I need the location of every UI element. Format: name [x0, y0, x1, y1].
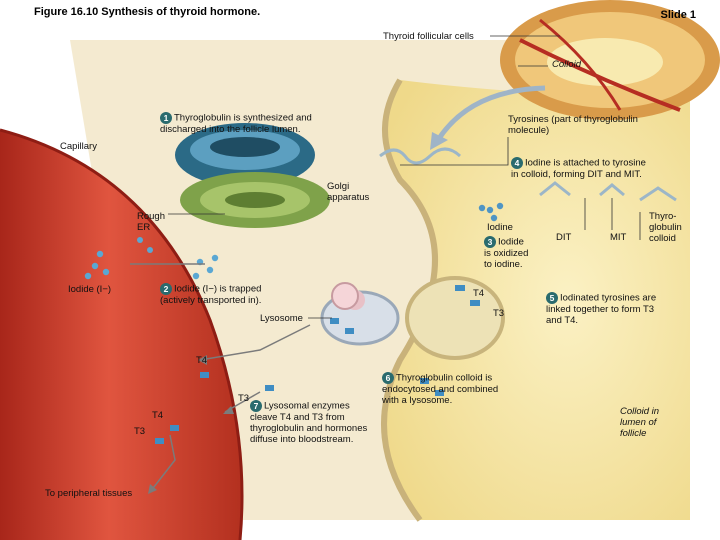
iodine-molecules — [478, 202, 504, 222]
step-7-number: 7 — [250, 400, 262, 412]
label-to-peripheral: To peripheral tissues — [45, 488, 133, 499]
figure-title: Figure 16.10 Synthesis of thyroid hormon… — [34, 6, 261, 18]
iodide-ions — [84, 237, 219, 280]
label-rough-er: Rough ER — [137, 211, 165, 233]
step-1-text: Thyroglobulin is synthesized and dischar… — [160, 112, 312, 135]
step-6-text: Thyroglobulin colloid is endocytosed and… — [382, 372, 499, 406]
label-golgi: Golgi apparatus — [327, 181, 370, 203]
label-t3-lower: T3 — [134, 426, 146, 437]
label-mit: MIT — [610, 232, 627, 243]
step-1-number: 1 — [160, 112, 172, 124]
label-tyrosines: Tyrosines (part of thyroglobulin molecul… — [508, 114, 638, 136]
inset-pointer-arrow — [435, 85, 546, 142]
thyroglobulin-chains — [379, 147, 677, 202]
lysosome — [331, 282, 359, 310]
label-colloid-lumen: Colloid in lumen of follicle — [620, 406, 660, 439]
label-t4-lower: T4 — [152, 410, 164, 421]
label-capillary: Capillary — [60, 141, 97, 152]
step-4-number: 4 — [511, 157, 523, 169]
label-iodide: Iodide (I−) — [68, 284, 112, 295]
label-t4-upper: T4 — [196, 355, 208, 366]
label-follicular-cells: Thyroid follicular cells — [383, 31, 474, 42]
capillary — [0, 130, 242, 540]
step-4-text: Iodine is attached to tyrosine in colloi… — [511, 157, 646, 180]
hormone-clusters — [155, 285, 480, 444]
step-3-text: Iodide is oxidized to iodine. — [484, 236, 529, 270]
rough-er — [180, 172, 330, 228]
apical-membrane — [381, 78, 438, 522]
slide-number: Slide 1 — [660, 9, 696, 21]
label-t3-upper: T3 — [238, 393, 250, 404]
step-3-number: 3 — [484, 236, 496, 248]
endocytic-vesicle — [405, 276, 505, 360]
label-thyroglobulin-colloid: Thyro- globulin colloid — [649, 211, 682, 244]
step-2-text: Iodide (I−) is trapped (actively transpo… — [160, 283, 262, 306]
step-5-number: 5 — [546, 292, 558, 304]
step-6-number: 6 — [382, 372, 394, 384]
label-lysosome: Lysosome — [260, 313, 303, 324]
inset-pointer-arrowhead — [430, 132, 448, 150]
colloid-lumen — [384, 80, 690, 520]
golgi-apparatus — [175, 123, 315, 187]
capillary-wall — [0, 128, 244, 540]
label-t4-vesicle: T4 — [473, 288, 485, 299]
step-2-number: 2 — [160, 283, 172, 295]
label-dit: DIT — [556, 232, 572, 243]
arrowheads — [148, 355, 234, 494]
step-5-text: Iodinated tyrosines are linked together … — [546, 292, 657, 326]
follicle-inset — [500, 0, 720, 120]
label-colloid: Colloid — [552, 59, 582, 70]
label-iodine: Iodine — [487, 222, 513, 233]
label-t3-vesicle: T3 — [493, 308, 505, 319]
leader-lines — [168, 35, 641, 319]
step-7-text: Lysosomal enzymes cleave T4 and T3 from … — [250, 400, 368, 445]
